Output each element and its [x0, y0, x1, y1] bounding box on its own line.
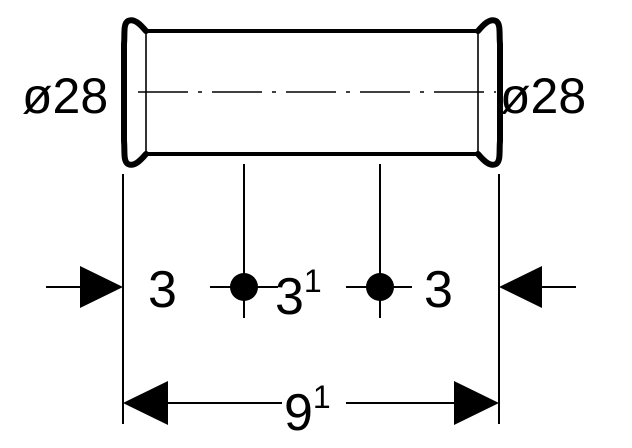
right-end-flare: [475, 17, 503, 168]
total-left-arrow: [123, 381, 168, 425]
insertion-dimension: 3 31 3: [46, 261, 576, 326]
left-diameter-label: ø28: [22, 68, 108, 124]
total-dimension: 91: [123, 379, 499, 442]
right-dimension-dot: [366, 273, 394, 301]
total-length-label: 91: [284, 379, 331, 442]
middle-segment-superscript: 1: [304, 263, 322, 299]
total-length-superscript: 1: [313, 379, 331, 415]
left-dimension-dot: [230, 273, 258, 301]
right-segment-label: 3: [424, 261, 453, 319]
total-length-base: 9: [284, 384, 313, 442]
right-diameter-label: ø28: [500, 68, 586, 124]
right-outer-arrow: [499, 266, 542, 308]
left-end-flare: [121, 17, 149, 168]
total-right-arrow: [454, 381, 499, 425]
left-outer-arrow: [80, 266, 123, 308]
fitting-body: [121, 17, 503, 168]
middle-segment-base: 3: [275, 268, 304, 326]
left-segment-label: 3: [148, 261, 177, 319]
middle-segment-label: 31: [275, 263, 322, 326]
